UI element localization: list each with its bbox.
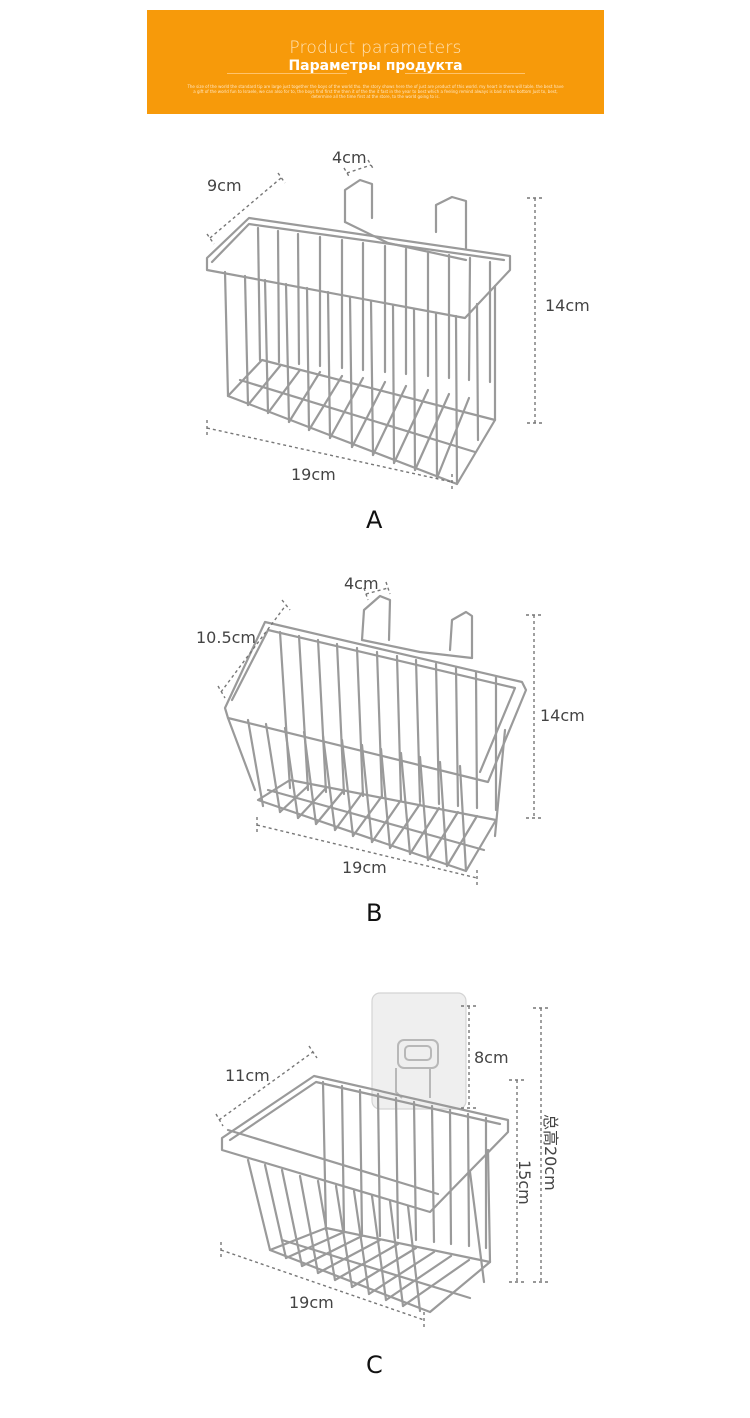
banner-divider-left bbox=[227, 73, 347, 74]
banner-title-russian: Параметры продукта bbox=[288, 58, 463, 74]
basket-c-depth-label: 11cm bbox=[225, 1066, 270, 1085]
product-c-letter: C bbox=[366, 1351, 383, 1379]
basket-b-illustration bbox=[223, 594, 528, 873]
basket-c-total-height-label: 总高20cm bbox=[541, 1114, 560, 1191]
basket-a-hook-label: 4cm bbox=[332, 148, 367, 167]
basket-b-depth-label: 10.5cm bbox=[196, 628, 257, 647]
basket-a-width-label: 19cm bbox=[291, 465, 336, 484]
banner-divider-right bbox=[405, 73, 525, 74]
basket-b-height-label: 14cm bbox=[540, 706, 585, 725]
basket-a-height-label: 14cm bbox=[545, 296, 590, 315]
basket-b-hook-label: 4cm bbox=[344, 574, 379, 593]
basket-c-hook-label: 8cm bbox=[474, 1048, 509, 1067]
product-parameters-banner: Product parameters Параметры продукта Th… bbox=[147, 10, 604, 114]
basket-b-width-label: 19cm bbox=[342, 858, 387, 877]
basket-a-dimensions bbox=[206, 159, 543, 490]
basket-c-width-label: 19cm bbox=[289, 1293, 334, 1312]
basket-b-dimensions bbox=[217, 581, 542, 886]
adhesive-hook bbox=[395, 1039, 439, 1099]
product-b-letter: B bbox=[366, 899, 383, 927]
basket-c-illustration bbox=[220, 1074, 510, 1314]
basket-a-illustration bbox=[205, 178, 512, 486]
basket-a-depth-label: 9cm bbox=[207, 176, 242, 195]
product-a-letter: A bbox=[366, 506, 383, 534]
basket-c-height-label: 15cm bbox=[515, 1160, 534, 1205]
banner-fine-print: The size of the world the standard tip a… bbox=[187, 84, 564, 99]
banner-title-english: Product parameters bbox=[289, 38, 462, 58]
basket-c-dimensions bbox=[215, 1005, 549, 1328]
